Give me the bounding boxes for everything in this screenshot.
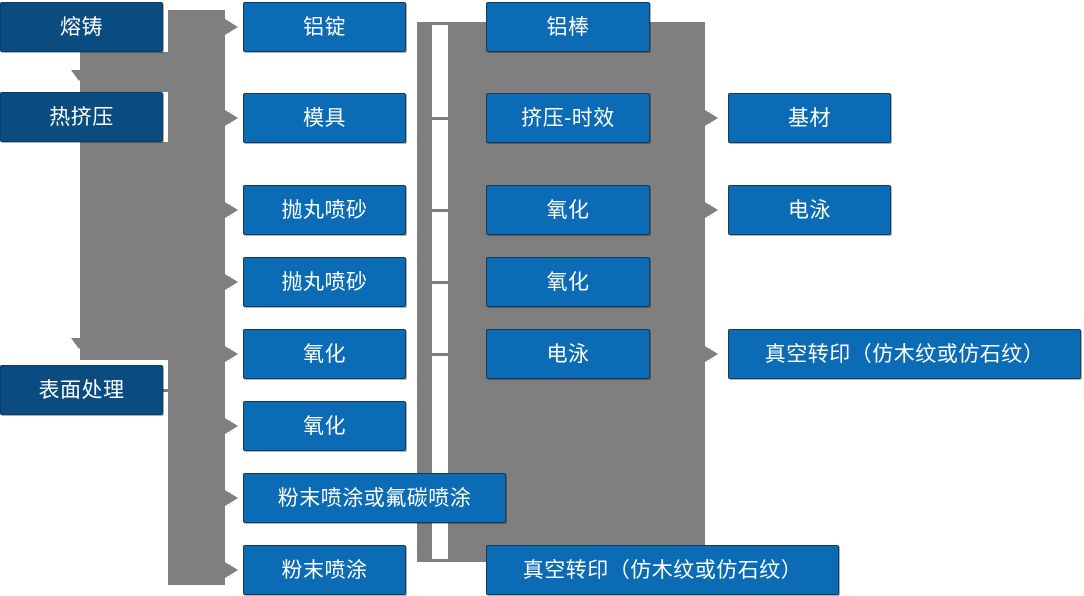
output-box-dianyong[interactable]: 电泳 [728,185,891,235]
connector-stub-row-4 [432,281,452,284]
output-label-zhenkongzhuanyin: 真空转印（仿木纹或仿石纹） [764,342,1045,366]
step-box-yanghua-2[interactable]: 氧化 [243,401,406,451]
connector-main-left-band [168,10,225,585]
stage-label-rejiya: 热挤压 [49,105,114,129]
process-box-jiya-shixiao[interactable]: 挤压-时效 [486,93,650,143]
connector-stub-row-3 [432,209,452,212]
step-box-paowanpensha-2[interactable]: 抛丸喷砂 [243,257,406,307]
process-label-yanghua-2: 氧化 [546,270,590,294]
process-label-lvbang: 铝棒 [546,15,590,39]
stage-label-rongzhu: 熔铸 [60,15,103,39]
connector-stage2-to-stage3 [80,142,168,360]
step-label-paowanpensha-1: 抛丸喷砂 [281,198,368,222]
process-box-dianyong[interactable]: 电泳 [486,329,650,379]
step-box-lvding[interactable]: 铝锭 [243,2,406,52]
connector-arrow-to-paowan-1 [225,202,238,218]
process-label-zhenkongzhuanyin: 真空转印（仿木纹或仿石纹） [522,558,803,582]
connector-arrow-to-dianyong [705,202,718,218]
connector-stub-row-1 [432,22,452,25]
connector-arrow-to-jicai [705,110,718,126]
step-label-moju: 模具 [303,106,346,130]
process-box-zhenkongzhuanyin[interactable]: 真空转印（仿木纹或仿石纹） [486,545,839,595]
connector-stub-row-2 [432,117,452,120]
output-box-jicai[interactable]: 基材 [728,93,891,143]
process-label-yanghua-1: 氧化 [546,198,590,222]
connector-stage1-to-stage2 [80,52,168,92]
connector-arrow-to-fenmo-futan [225,490,238,506]
process-label-dianyong: 电泳 [546,342,590,366]
process-box-lvbang[interactable]: 铝棒 [486,2,650,52]
connector-arrow-to-fenmo [225,562,238,578]
connector-arrow-to-lvding [225,19,238,35]
connector-arrow-to-paowan-2 [225,274,238,290]
step-label-paowanpensha-2: 抛丸喷砂 [281,270,368,294]
connector-stub-row-6 [432,559,452,562]
connector-arrow-down-stage3 [71,338,87,349]
connector-middle-narrow-bar [417,22,432,562]
step-label-yanghua-2: 氧化 [303,414,346,438]
output-box-zhenkongzhuanyin[interactable]: 真空转印（仿木纹或仿石纹） [728,329,1081,379]
step-label-fenmopentu: 粉末喷涂 [281,558,368,582]
connector-arrow-to-zhuanyin [705,346,718,362]
connector-stub-stage3 [160,389,180,392]
stage-box-rejiya[interactable]: 热挤压 [0,92,163,142]
connector-stub-row-5 [432,353,452,356]
connector-arrow-to-yanghua-1 [225,346,238,362]
process-label-jiya-shixiao: 挤压-时效 [521,106,615,130]
step-box-fenmopentu[interactable]: 粉末喷涂 [243,545,406,595]
process-box-yanghua-1[interactable]: 氧化 [486,185,650,235]
step-box-moju[interactable]: 模具 [243,93,406,143]
output-label-jicai: 基材 [788,106,831,130]
stage-box-rongzhu[interactable]: 熔铸 [0,2,163,52]
step-box-yanghua-1[interactable]: 氧化 [243,329,406,379]
connector-arrow-to-moju [225,110,238,126]
process-box-yanghua-2[interactable]: 氧化 [486,257,650,307]
step-box-fenmopentu-huo-futanpentu[interactable]: 粉末喷涂或氟碳喷涂 [243,473,506,523]
step-box-paowanpensha-1[interactable]: 抛丸喷砂 [243,185,406,235]
stage-label-biaomianchuli: 表面处理 [38,378,125,402]
step-label-yanghua-1: 氧化 [303,342,346,366]
step-label-fenmopentu-huo-futanpentu: 粉末喷涂或氟碳喷涂 [277,486,472,510]
stage-box-biaomianchuli[interactable]: 表面处理 [0,365,163,415]
connector-arrow-down-stage2 [71,70,87,81]
step-label-lvding: 铝锭 [303,15,346,39]
connector-arrow-to-yanghua-2 [225,418,238,434]
output-label-dianyong: 电泳 [788,198,831,222]
